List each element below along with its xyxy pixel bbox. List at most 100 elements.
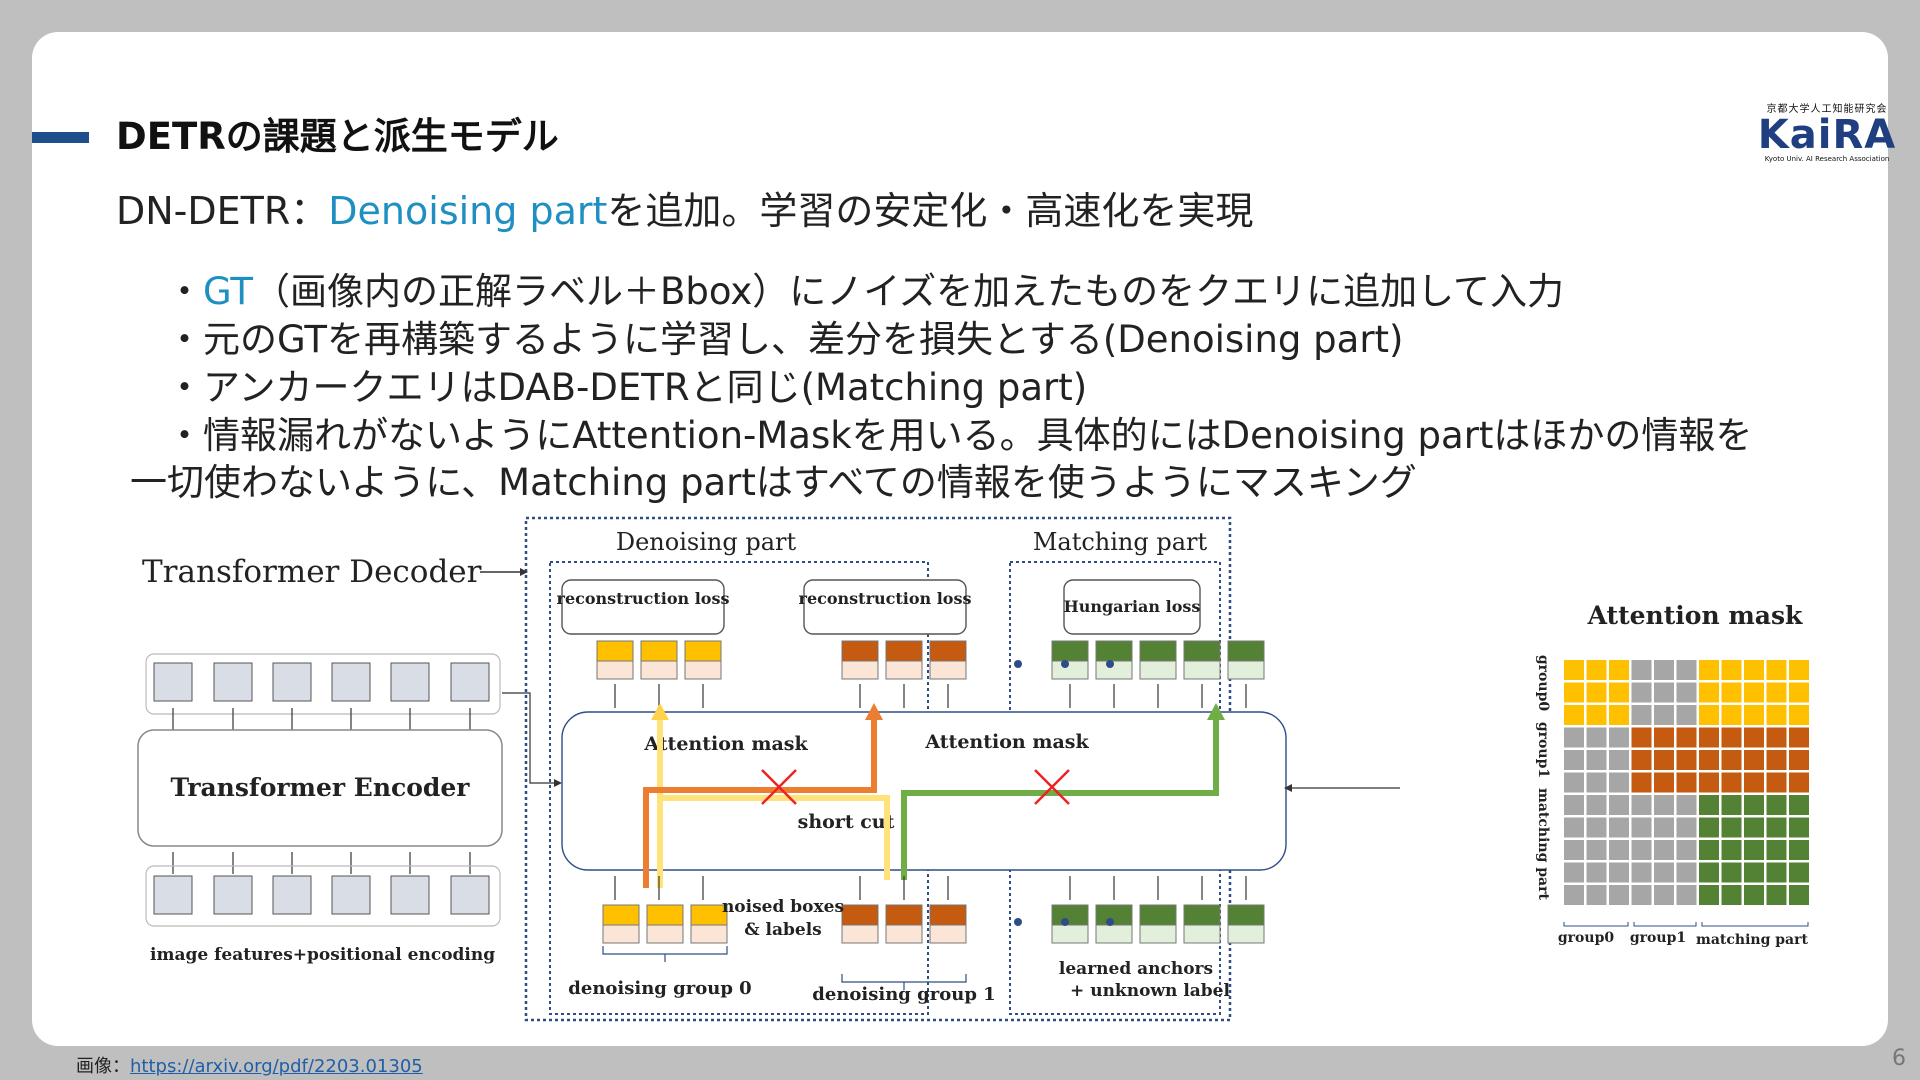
mask-cell	[1654, 660, 1674, 680]
bullet-1-suffix: （画像内の正解ラベル＋Bbox）にノイズを加えたものをクエリに追加して入力	[252, 270, 1565, 313]
slide-title: DETRの課題と派生モデル	[116, 115, 559, 158]
mask-cell	[1699, 660, 1719, 680]
mask-cell	[1631, 682, 1652, 703]
reconstruction-loss-label-2: reconstruction loss	[799, 589, 972, 608]
input-matching-queries	[1051, 904, 1265, 944]
denoising-group-0-label: denoising group 0	[568, 978, 751, 999]
mask-cell	[1609, 682, 1629, 703]
bullet-1-accent: GT	[203, 270, 253, 313]
mask-cell	[1654, 840, 1674, 860]
green-path	[901, 720, 1219, 880]
mask-cell	[1676, 817, 1697, 838]
mask-cell	[1609, 660, 1629, 680]
mask-cell	[1654, 750, 1674, 770]
hungarian-loss-box	[1063, 579, 1201, 635]
mask-cell	[1789, 660, 1809, 680]
mask-cell	[1789, 862, 1809, 883]
blocked-mark-left	[761, 769, 797, 805]
attention-mask-title: Attention mask	[1587, 601, 1803, 630]
mask-cell	[1676, 727, 1697, 748]
mask-cell	[1654, 705, 1674, 725]
mask-cell	[1699, 682, 1719, 703]
mask-cell	[1721, 705, 1742, 725]
mask-cell	[1766, 682, 1787, 703]
mask-cell	[1699, 817, 1719, 838]
output-group-1	[841, 640, 967, 680]
mask-cell	[1766, 840, 1787, 860]
encoder-output-cell	[272, 662, 312, 702]
mask-cell	[1609, 772, 1629, 793]
mask-cell	[1654, 772, 1674, 793]
mask-cell	[1676, 750, 1697, 770]
image-feature-cells	[153, 875, 490, 915]
mask-cell	[1699, 750, 1719, 770]
mask-cell	[1789, 840, 1809, 860]
mask-cell	[1699, 840, 1719, 860]
bullet-1-prefix: ・	[166, 270, 203, 313]
denoising-group-1-label: denoising group 1	[812, 984, 995, 1005]
reconstruction-loss-box-1	[561, 579, 725, 635]
mask-cell	[1789, 750, 1809, 770]
image-feature-cell	[272, 875, 312, 915]
encoder-up-arrows	[172, 708, 471, 730]
mask-cell	[1721, 682, 1742, 703]
mask-cell	[1699, 862, 1719, 883]
group-1-bracket	[841, 974, 967, 983]
credit-link[interactable]: https://arxiv.org/pdf/2203.01305	[130, 1056, 423, 1077]
mask-cell	[1631, 840, 1652, 860]
mask-cell	[1631, 862, 1652, 883]
title-accent-bar	[32, 132, 89, 143]
logo-subtitle: 京都大学人工知能研究会	[1766, 104, 1888, 115]
dn-detr-diagram: Denoising part Matching part Transformer…	[137, 516, 1809, 1022]
mask-cell	[1586, 682, 1607, 703]
bullet-list: ・GT（画像内の正解ラベル＋Bbox）にノイズを加えたものをクエリに追加して入力…	[166, 268, 1886, 460]
top-dots	[1014, 660, 1114, 668]
group-0-bracket	[602, 946, 728, 955]
mask-cell	[1654, 817, 1674, 838]
decoder-arrowhead	[520, 568, 528, 576]
mask-cell	[1789, 772, 1809, 793]
mask-cell	[1609, 750, 1629, 770]
mask-cell	[1699, 727, 1719, 748]
learned-anchors-label-2: + unknown label	[1070, 981, 1230, 1001]
mask-cell	[1721, 795, 1742, 815]
mask-cell	[1564, 817, 1584, 838]
mask-cell	[1744, 817, 1764, 838]
bullet-3: ・アンカークエリはDAB-DETRと同じ(Matching part)	[166, 366, 1088, 409]
encoder-output-cells	[153, 662, 490, 702]
mask-cell	[1676, 660, 1697, 680]
mask-cell	[1609, 885, 1629, 905]
attention-mask-label-right: Attention mask	[924, 731, 1089, 753]
mask-cell	[1721, 750, 1742, 770]
mask-cell	[1631, 885, 1652, 905]
mask-cell	[1654, 727, 1674, 748]
mask-cell	[1676, 885, 1697, 905]
mask-bottom-label-matching: matching part	[1696, 932, 1808, 948]
mask-cell	[1721, 817, 1742, 838]
mask-cell	[1766, 660, 1787, 680]
mask-cell	[1631, 727, 1652, 748]
mask-cell	[1609, 727, 1629, 748]
image-feature-cell	[213, 875, 253, 915]
decoder-output-arrows	[614, 684, 1247, 708]
mask-cell	[1586, 862, 1607, 883]
mask-cell	[1564, 772, 1584, 793]
attention-mask-grid	[1564, 660, 1809, 905]
subtitle-suffix: を追加。学習の安定化・高速化を実現	[607, 189, 1254, 233]
mask-side-label-group1: group1	[1535, 722, 1551, 778]
mask-side-label-matching: matching part	[1535, 788, 1551, 900]
mask-cell	[1766, 705, 1787, 725]
encoder-output-cell	[213, 662, 253, 702]
mask-cell	[1676, 840, 1697, 860]
mask-cell	[1586, 750, 1607, 770]
mask-bottom-bracket-group0	[1563, 922, 1629, 927]
mask-cell	[1631, 795, 1652, 815]
mask-cell	[1766, 862, 1787, 883]
attention-mask-label-left: Attention mask	[643, 733, 808, 755]
image-feature-row	[145, 865, 501, 927]
mask-cell	[1586, 660, 1607, 680]
mask-cell	[1699, 772, 1719, 793]
logo-english: Kyoto Univ. AI Research Association	[1764, 155, 1890, 163]
mask-cell	[1744, 660, 1764, 680]
mask-cell	[1744, 750, 1764, 770]
